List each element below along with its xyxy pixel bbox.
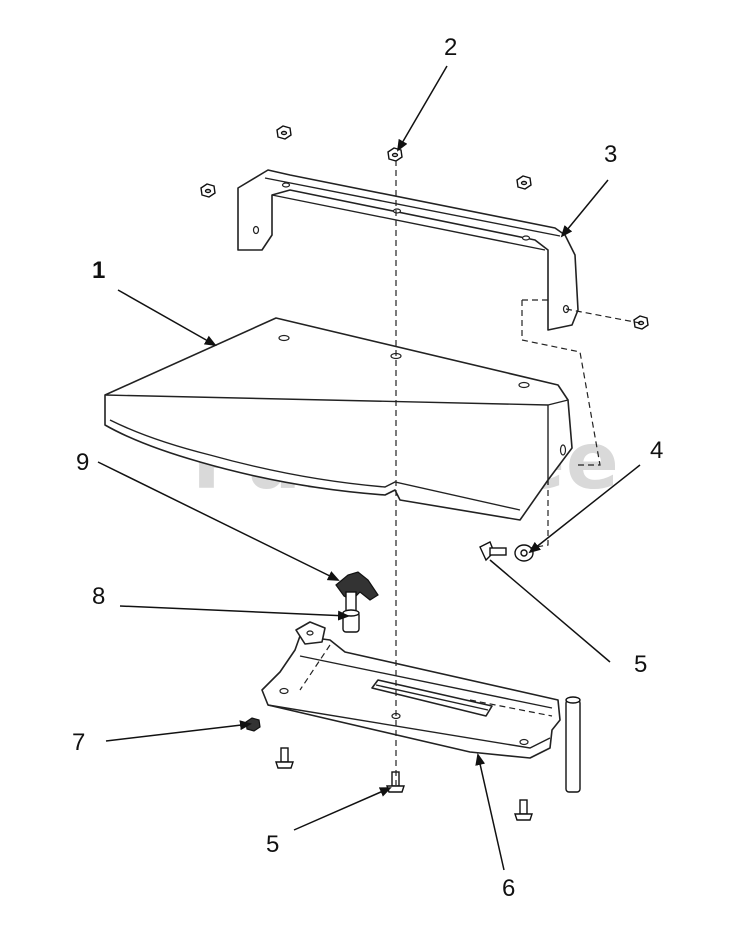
callout-5-upper: 5 (634, 651, 647, 678)
nut-side (633, 315, 649, 330)
callout-1: 1 (92, 257, 105, 284)
part-1-plate (104, 317, 573, 521)
part-5-bolt-upper (479, 541, 507, 562)
callout-5-lower: 5 (266, 831, 279, 858)
callout-9: 9 (76, 449, 89, 476)
assembly-lines (299, 160, 641, 785)
callout-2: 2 (444, 34, 457, 61)
part-3-bracket (237, 169, 579, 331)
nut-top-left (276, 125, 292, 140)
callout-4: 4 (650, 437, 663, 464)
part-9-knob (335, 571, 379, 613)
nut-2 (387, 147, 403, 162)
part-8-spacer (342, 609, 360, 633)
bolt-lower-right (514, 799, 533, 821)
callout-labels: 2 3 1 9 4 8 5 7 5 6 (72, 34, 663, 902)
nut-left (200, 183, 216, 198)
bolt-lower-left (275, 747, 294, 769)
nut-right (516, 175, 532, 190)
part-6-base-plate (261, 621, 581, 793)
callout-3: 3 (604, 141, 617, 168)
leader-lines (97, 65, 641, 871)
callout-7: 7 (72, 729, 85, 756)
callout-8: 8 (92, 583, 105, 610)
callout-6: 6 (502, 875, 515, 902)
